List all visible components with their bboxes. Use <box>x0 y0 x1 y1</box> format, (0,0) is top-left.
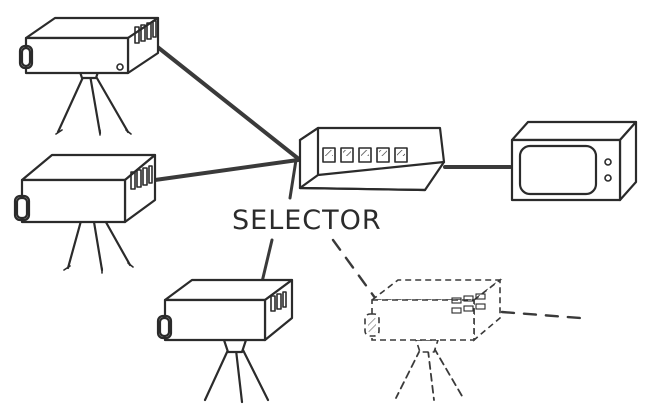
vent-slots <box>270 291 287 312</box>
vent-slots <box>130 165 153 190</box>
camera-3 <box>156 278 294 404</box>
cable-camera-2-to-selector <box>153 158 300 182</box>
monitor-knob-icon <box>604 174 612 182</box>
cable-camera-1-to-selector <box>153 43 302 162</box>
lens-icon <box>156 314 173 340</box>
cable-optional-camera-to-selector <box>331 238 380 304</box>
optional-camera <box>364 278 503 401</box>
monitor-screen <box>518 144 598 196</box>
camera-1 <box>18 16 160 136</box>
cable-camera-3-to-selector <box>288 158 298 200</box>
monitor <box>510 120 638 202</box>
vent-slots <box>134 20 157 44</box>
selector-switches <box>322 147 408 163</box>
camera-2 <box>13 153 157 274</box>
cable-optional-camera-outgoing <box>500 310 582 320</box>
selector-label: SELECTOR <box>232 205 382 236</box>
lens-icon <box>13 194 31 222</box>
monitor-knob-icon <box>604 158 612 166</box>
vent-slots <box>451 293 486 314</box>
cable-camera-3-drop <box>260 238 274 284</box>
cables <box>153 43 582 320</box>
selector-box <box>298 126 446 192</box>
